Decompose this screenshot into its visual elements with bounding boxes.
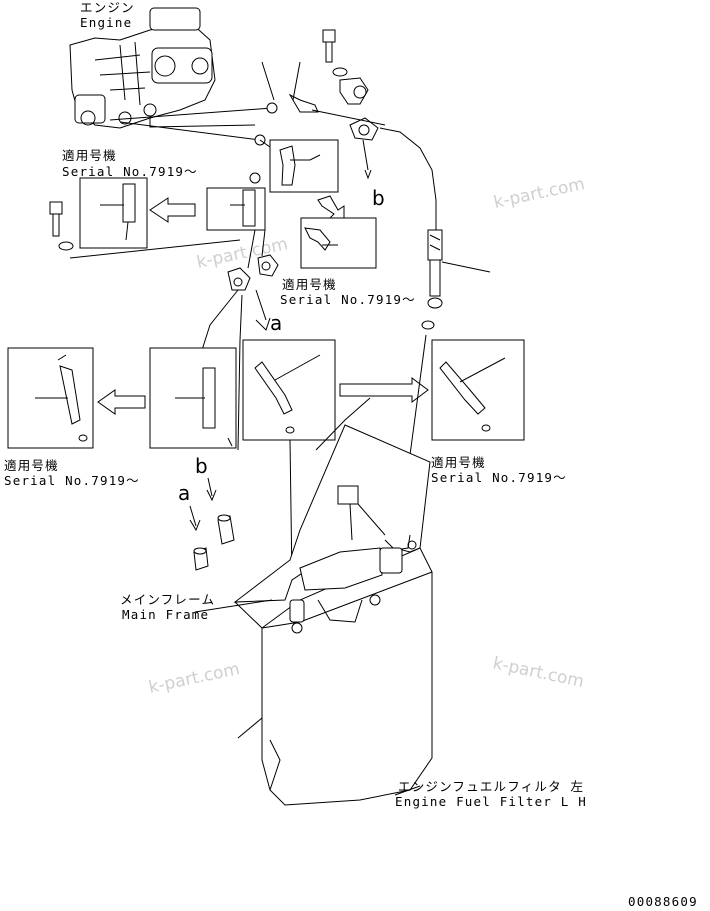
serial-label-top-left-jp: 適用号機 [62, 148, 117, 163]
detail-box-mid-center [242, 339, 336, 441]
fuel-filter-label-en: Engine Fuel Filter L H [395, 794, 587, 809]
fuel-filter-body [233, 424, 433, 806]
detail-box-old-top [79, 177, 148, 249]
arrow-right-mid [339, 377, 429, 403]
arrow-left-top [149, 197, 196, 223]
serial-label-mid-left-jp: 適用号機 [4, 458, 59, 473]
watermark-1: k-part.com [492, 174, 587, 213]
spacer-a [193, 547, 209, 571]
detail-box-elbow [300, 217, 377, 269]
engine-label-en: Engine [80, 15, 132, 30]
letter-a-bottom: a [178, 481, 190, 505]
detail-box-top-left [206, 187, 266, 231]
serial-label-top-left-en: Serial No.7919～ [62, 164, 198, 179]
serial-label-mid-left-en: Serial No.7919～ [4, 473, 140, 488]
right-hose [421, 229, 491, 330]
engine-assembly [69, 7, 273, 141]
arrow-diagonal [317, 195, 345, 221]
serial-label-top-right-jp: 適用号機 [282, 277, 337, 292]
fuel-filter-label-jp: エンジンフュエルフィルタ 左 [398, 779, 584, 794]
serial-label-top-right-en: Serial No.7919～ [280, 292, 416, 307]
detail-box-mid-left [149, 347, 237, 449]
arrow-left-mid [97, 389, 146, 415]
letter-b-top: b [372, 186, 385, 210]
main-frame-label-en: Main Frame [122, 607, 209, 622]
engine-connectors [249, 61, 319, 184]
detail-box-mid-far-left [7, 347, 94, 449]
detail-box-top-mid [269, 139, 339, 193]
main-frame-label-jp: メインフレーム [120, 592, 215, 607]
spacer-b [217, 514, 235, 545]
serial-label-mid-right-jp: 適用号機 [431, 455, 486, 470]
watermark-3: k-part.com [491, 653, 586, 692]
bolt-clip-top [311, 29, 437, 230]
letter-b-bottom: b [195, 454, 208, 478]
letter-a-top: a [270, 311, 282, 335]
detail-box-mid-right [431, 339, 525, 441]
serial-label-mid-right-en: Serial No.7919～ [431, 470, 567, 485]
drawing-number: 00088609 [628, 894, 698, 909]
watermark-4: k-part.com [147, 659, 242, 698]
engine-label-jp: エンジン [80, 0, 135, 15]
bolt-left [49, 201, 241, 259]
